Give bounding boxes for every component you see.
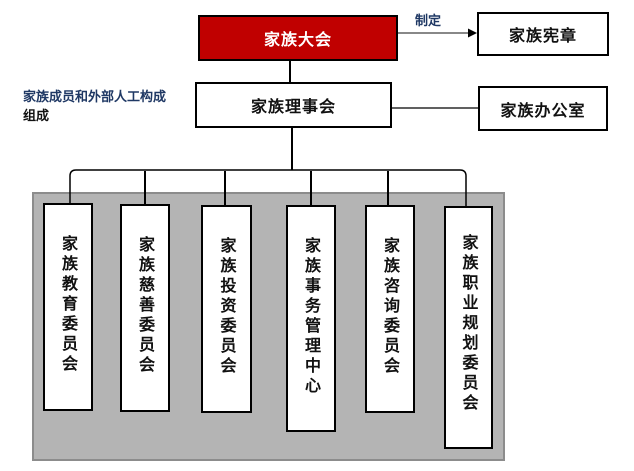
committee-label: 家族咨询委员会 (381, 237, 400, 377)
committee-label: 家族事务管理中心 (302, 237, 321, 397)
arrow-head-icon (468, 28, 477, 38)
council-note-line1: 家族成员和外部人工构成 (23, 90, 167, 105)
committee-box-charity: 家族慈善委员会 (120, 204, 170, 412)
committee-box-investment: 家族投资委员会 (201, 205, 252, 413)
arrow-label: 制定 (415, 14, 442, 29)
family-assembly-label: 家族大会 (263, 30, 332, 49)
committee-label: 家族职业规划委员会 (459, 234, 479, 414)
family-council-box: 家族理事会 (195, 82, 392, 128)
family-charter-label: 家族宪章 (508, 26, 577, 45)
council-note: 家族成员和外部人工构成 组成 (23, 88, 166, 126)
committee-label: 家族慈善委员会 (136, 236, 155, 376)
committee-box-affairs-center: 家族事务管理中心 (286, 205, 336, 432)
family-office-label: 家族办公室 (500, 100, 586, 120)
family-office-box: 家族办公室 (478, 86, 608, 131)
bracket-line (69, 169, 467, 206)
family-assembly-box: 家族大会 (198, 15, 398, 61)
committee-panel (32, 192, 505, 461)
committee-box-advisory: 家族咨询委员会 (365, 205, 415, 413)
family-charter-box: 家族宪章 (477, 12, 609, 56)
committee-box-career-planning: 家族职业规划委员会 (444, 206, 493, 449)
council-note-line2: 组成 (23, 109, 50, 124)
committee-label: 家族投资委员会 (217, 237, 237, 377)
committee-label: 家族教育委员会 (59, 235, 78, 375)
committee-box-education: 家族教育委员会 (43, 203, 93, 411)
family-council-label: 家族理事会 (250, 97, 336, 116)
